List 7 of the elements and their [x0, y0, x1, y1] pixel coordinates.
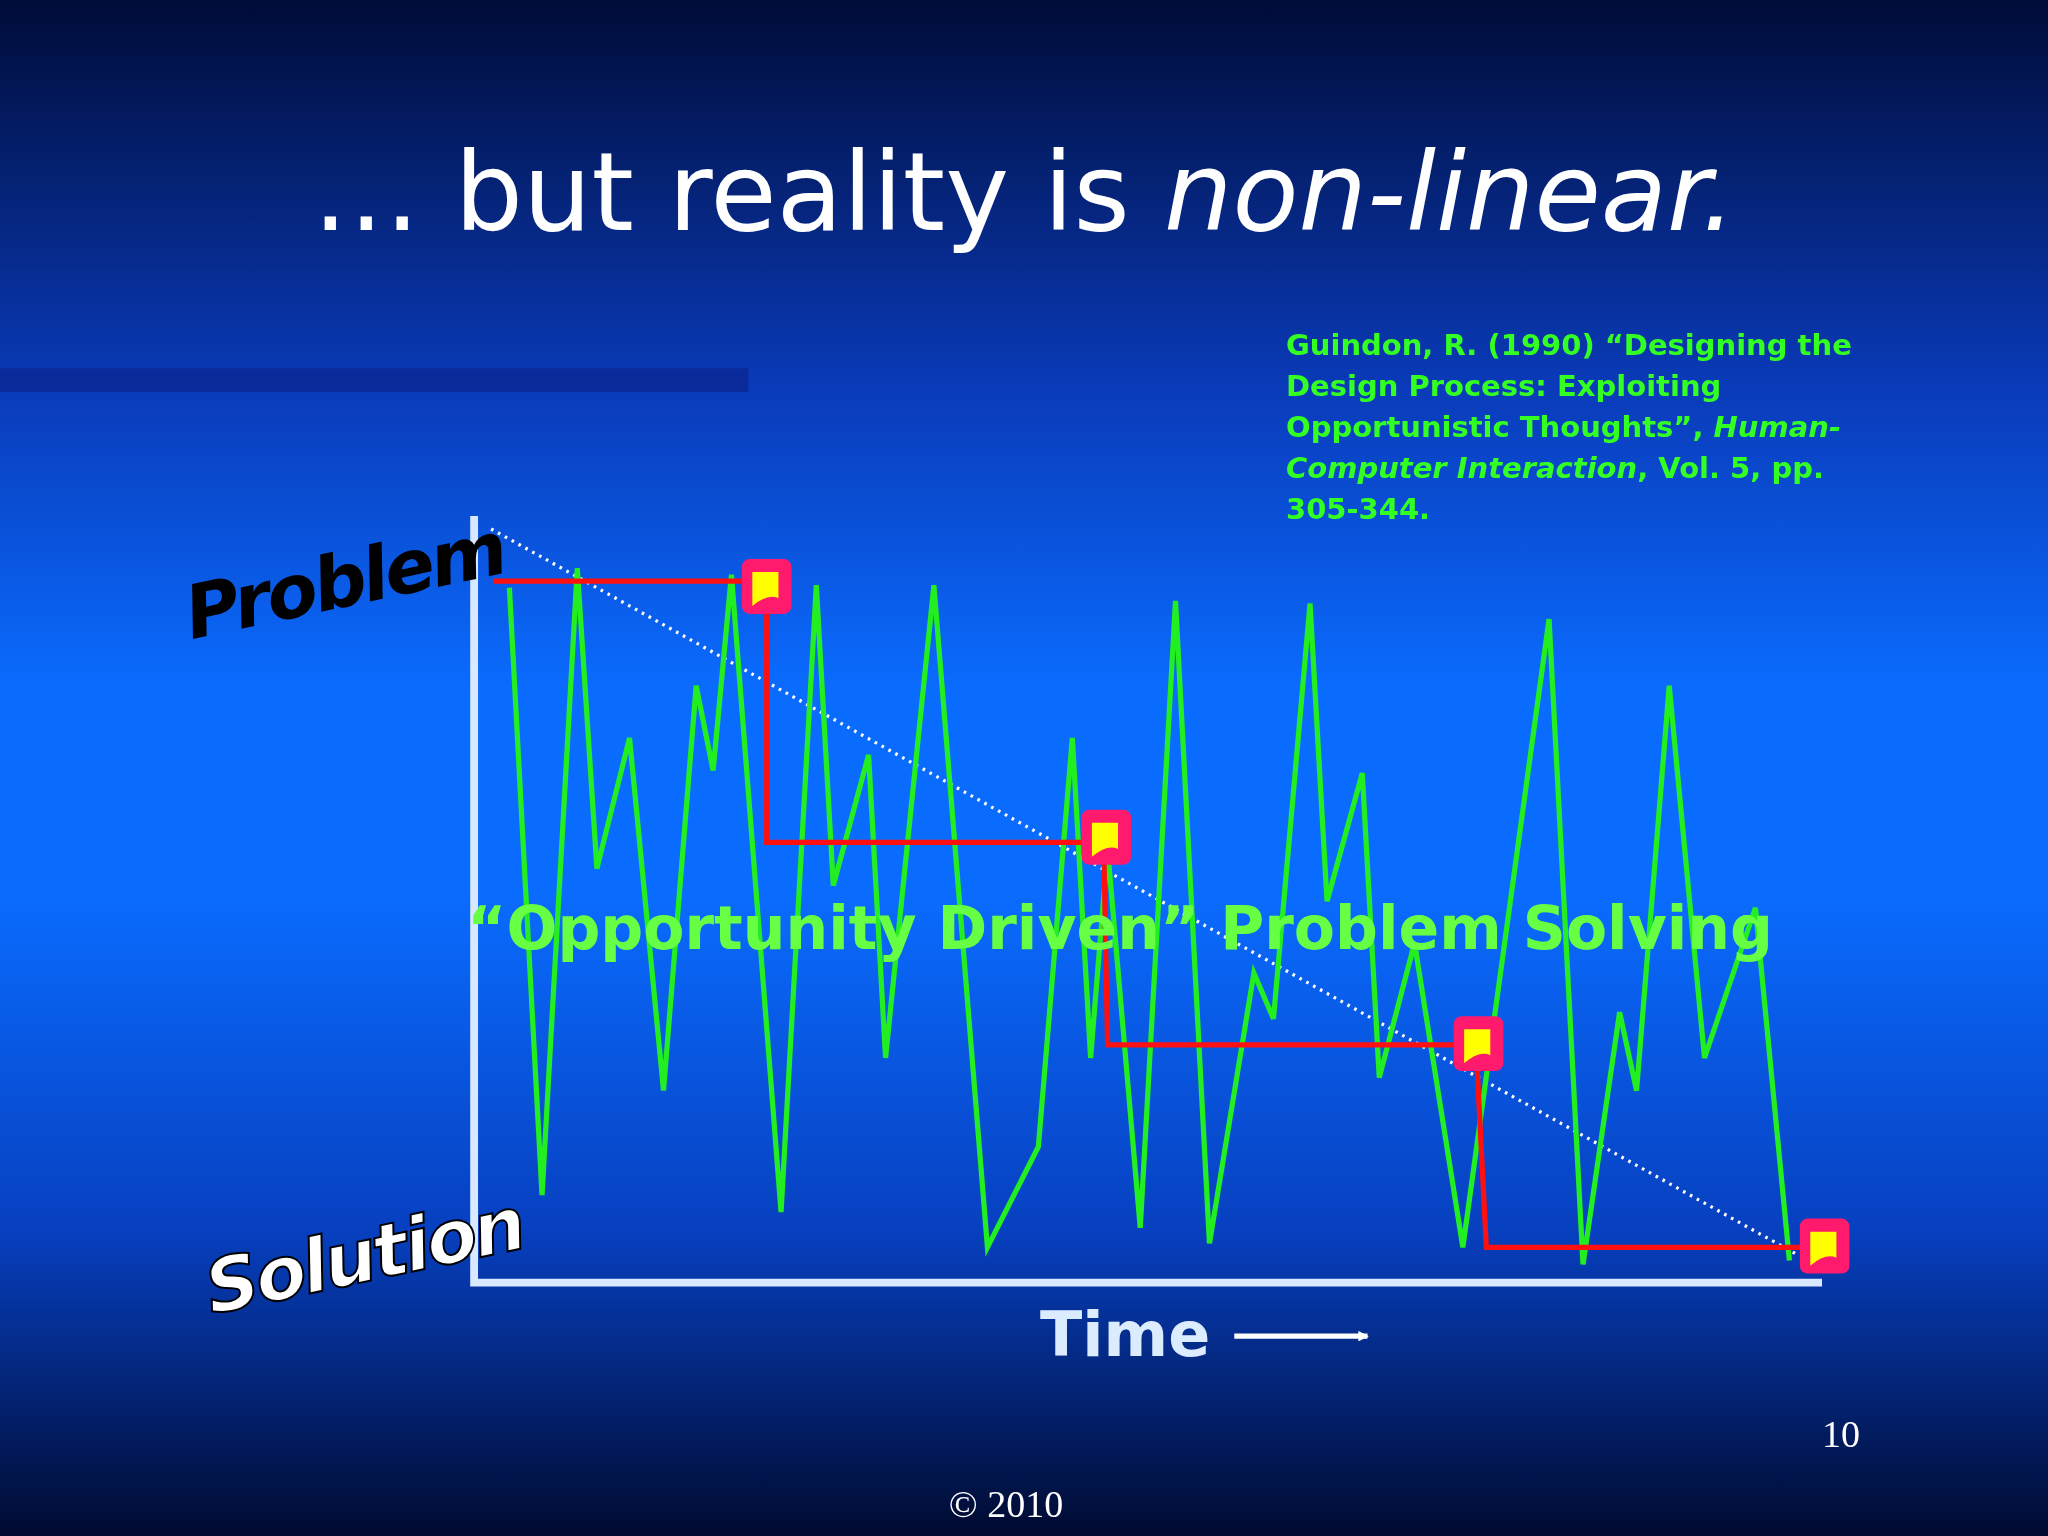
- slide-title: … but reality is non-linear.: [311, 130, 1737, 255]
- citation-text: Guindon, R. (1990) “Designing the Design Process: Exploiting Opportunistic Thoughts”, Human-Computer Interaction, Vol. 5, pp. 305-344.: [1286, 327, 1853, 528]
- axis-label: Time: [1040, 1298, 1211, 1371]
- copyright-notice: © 2010: [947, 1482, 1065, 1526]
- axis-label: Problem: [177, 504, 512, 656]
- axis-label: Solution: [197, 1179, 531, 1331]
- page-number: 10: [1822, 1412, 1860, 1456]
